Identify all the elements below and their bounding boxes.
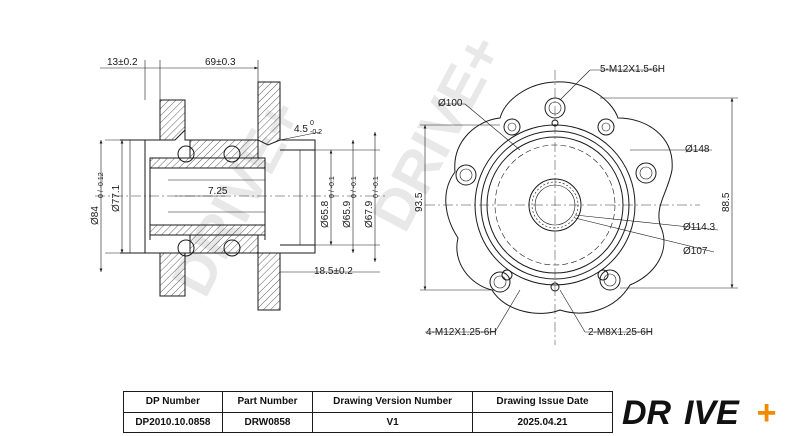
technical-drawing: DRIVE+ DRIVE+ xyxy=(90,24,738,345)
dim-5-m12: 5-M12X1.5-6H xyxy=(600,64,665,75)
dim-4-m12: 4-M12X1.25-6H xyxy=(426,327,497,338)
dim-d65-9-tol: 0 / -0.1 xyxy=(351,176,358,198)
dim-d100: Ø100 xyxy=(438,98,463,109)
title-block-header-row: DP Number Part Number Drawing Version Nu… xyxy=(123,391,614,413)
dim-d84-tol: 0 / -0.12 xyxy=(98,172,105,198)
dim-18-5: 18.5±0.2 xyxy=(314,266,353,277)
header-drawing-version: Drawing Version Number xyxy=(312,391,473,413)
dim-4-5: 4.5 xyxy=(294,124,308,135)
dim-13: 13±0.2 xyxy=(107,57,138,68)
dim-d65-9: Ø65.9 xyxy=(342,200,353,228)
watermark-right: DRIVE+ xyxy=(359,24,516,241)
dim-d148: Ø148 xyxy=(685,144,710,155)
dim-7-25: 7.25 xyxy=(208,186,228,197)
logo-text-dr: DR xyxy=(622,394,672,431)
drive-plus-logo: DR IVE + xyxy=(622,394,776,431)
dim-d77-1: Ø77.1 xyxy=(111,184,122,212)
value-issue-date: 2025.04.21 xyxy=(471,411,614,433)
value-dp-number: DP2010.10.0858 xyxy=(123,411,223,433)
dim-d65-8-tol: 0 / -0.1 xyxy=(329,176,336,198)
dim-d65-8: Ø65.8 xyxy=(320,200,331,228)
title-block-value-row: DP2010.10.0858 DRW0858 V1 2025.04.21 xyxy=(123,411,614,433)
header-part-number: Part Number xyxy=(221,391,314,413)
dim-d67-9-tol: 0 / -0.1 xyxy=(373,176,380,198)
front-view: 5-M12X1.5-6H Ø100 Ø148 Ø114.3 Ø107 93.5 … xyxy=(414,64,738,345)
dim-93-5: 93.5 xyxy=(414,192,425,212)
dim-d67-9: Ø67.9 xyxy=(364,200,375,228)
dim-d84: Ø84 xyxy=(90,206,101,225)
dim-d114-3: Ø114.3 xyxy=(683,222,715,233)
title-block: DP Number Part Number Drawing Version Nu… xyxy=(123,391,614,433)
section-view: 13±0.2 69±0.3 4.5 0 -0.2 7.25 18.5±0.2 Ø… xyxy=(90,57,385,311)
dim-69: 69±0.3 xyxy=(205,57,236,68)
value-drawing-version: V1 xyxy=(312,411,473,433)
value-part-number: DRW0858 xyxy=(221,411,314,433)
dim-88-5: 88.5 xyxy=(721,192,732,212)
logo-text-plus: + xyxy=(756,394,776,431)
header-dp-number: DP Number xyxy=(123,391,223,413)
dim-4-5-tol-lower: -0.2 xyxy=(310,129,322,136)
logo-text-ive: IVE xyxy=(684,394,740,431)
dim-2-m8: 2-M8X1.25-6H xyxy=(588,327,653,338)
dim-4-5-tol-upper: 0 xyxy=(310,120,314,127)
header-issue-date: Drawing Issue Date xyxy=(471,391,614,413)
dim-d107: Ø107 xyxy=(683,246,708,257)
